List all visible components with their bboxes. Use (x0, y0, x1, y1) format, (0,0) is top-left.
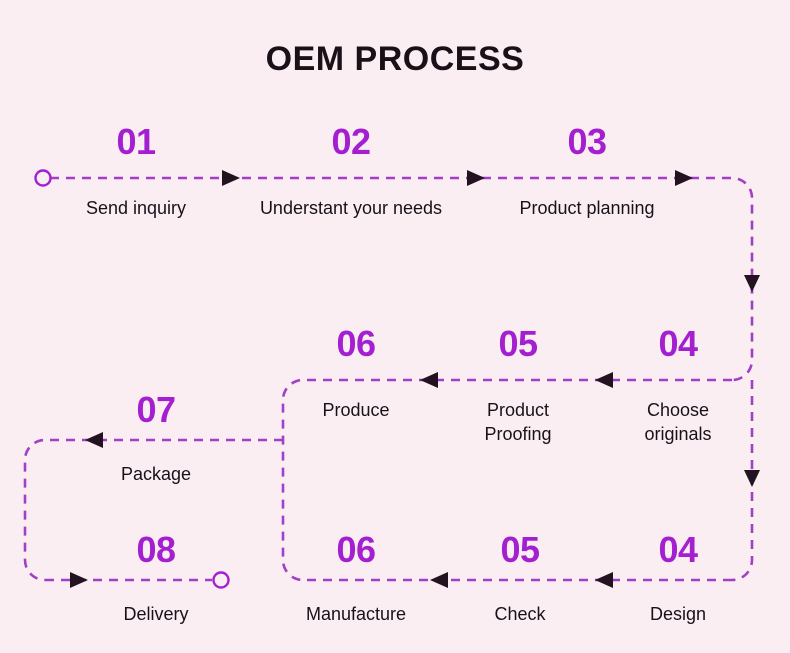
step-number: 05 (498, 323, 538, 364)
step-06-manufacture[interactable]: 06 Manufacture (286, 532, 426, 626)
connector-row1 (50, 176, 754, 382)
step-label: Design (649, 604, 707, 624)
end-circle (212, 571, 230, 589)
step-01[interactable]: 01 Send inquiry (56, 124, 216, 220)
connector-row3 (23, 438, 283, 582)
step-label: Understant your needs (259, 198, 443, 218)
step-04-choose[interactable]: 04 Choose originals (608, 326, 748, 447)
arrow-down-icon (744, 470, 760, 487)
step-06-produce[interactable]: 06 Produce (286, 326, 426, 422)
step-05-check[interactable]: 05 Check (450, 532, 590, 626)
arrow-down-icon (744, 275, 760, 292)
step-label: Product planning (519, 198, 655, 218)
step-label: Delivery (123, 604, 189, 624)
arrow-left-icon (85, 432, 103, 448)
step-number: 08 (136, 529, 176, 570)
arrowheads (70, 170, 760, 588)
arrow-left-icon (420, 372, 438, 388)
step-number: 04 (658, 529, 698, 570)
step-label: Check (494, 604, 546, 624)
arrow-left-icon (595, 372, 613, 388)
arrow-right-icon (70, 572, 88, 588)
connector-row2 (281, 378, 732, 582)
arrow-left-icon (430, 572, 448, 588)
step-label: Product Proofing (484, 400, 552, 445)
step-label: Send inquiry (85, 198, 187, 218)
step-number: 06 (336, 323, 376, 364)
step-08-delivery[interactable]: 08 Delivery (86, 532, 226, 626)
step-label: Manufacture (305, 604, 407, 624)
step-07-package[interactable]: 07 Package (86, 392, 226, 486)
step-label: Package (120, 464, 192, 484)
step-05-proofing[interactable]: 05 Product Proofing (448, 326, 588, 447)
step-label: Produce (322, 400, 390, 420)
step-label: Choose originals (644, 400, 712, 445)
start-circle (34, 169, 52, 187)
step-number: 05 (500, 529, 540, 570)
step-number: 04 (658, 323, 698, 364)
page-title: OEM PROCESS (265, 40, 525, 78)
arrow-right-icon (222, 170, 240, 186)
arrow-right-icon (675, 170, 693, 186)
step-number: 03 (567, 121, 607, 162)
step-number: 01 (116, 121, 156, 162)
step-03[interactable]: 03 Product planning (498, 124, 676, 220)
step-number: 06 (336, 529, 376, 570)
arrow-right-icon (467, 170, 485, 186)
step-number: 07 (136, 389, 176, 430)
connector-right-down (731, 380, 754, 582)
step-number: 02 (331, 121, 371, 162)
arrow-left-icon (595, 572, 613, 588)
step-02[interactable]: 02 Understant your needs (244, 124, 458, 220)
step-04-design[interactable]: 04 Design (608, 532, 748, 626)
